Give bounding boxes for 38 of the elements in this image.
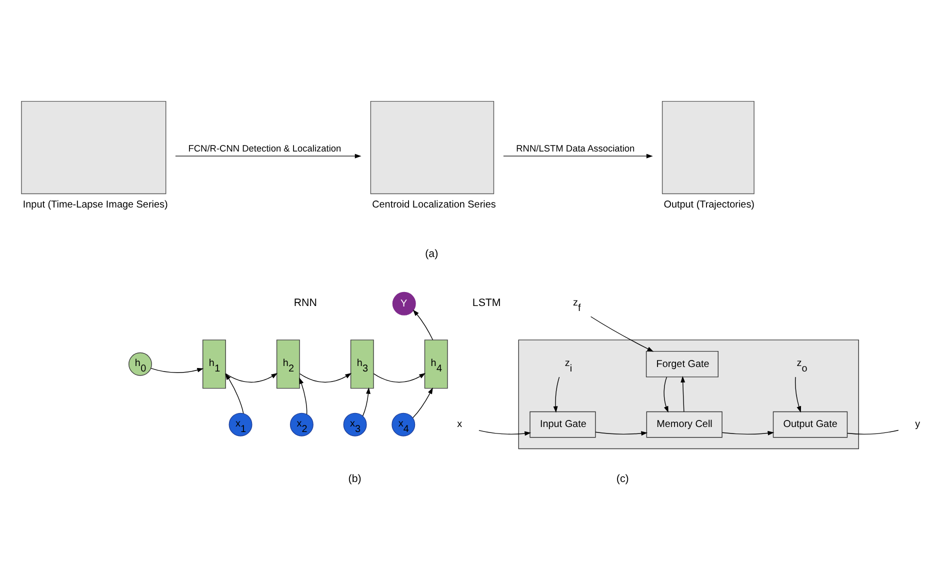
arrow [722, 430, 774, 435]
arrow [175, 153, 362, 158]
connector [847, 429, 899, 434]
arrow [362, 386, 370, 416]
node-circle: Y [392, 291, 416, 315]
arrow [225, 372, 278, 382]
node-label: Input (Time-Lapse Image Series) [22, 198, 168, 210]
node-box: Output Gate [772, 410, 848, 438]
edge-label: FCN/R-CNN Detection & Localization [188, 142, 342, 153]
arrow [373, 372, 426, 382]
label: LSTM [472, 296, 501, 309]
arrow [150, 367, 204, 372]
edge-label: RNN/LSTM Data Association [516, 142, 635, 153]
arrow [590, 316, 654, 352]
node-label: Output (Trajectories) [664, 198, 754, 210]
label: (c) [616, 472, 629, 484]
arrow [412, 309, 434, 340]
arrow [478, 430, 532, 436]
node-label: Centroid Localization Series [372, 198, 496, 210]
label: (a) [425, 248, 438, 260]
arrow [595, 430, 648, 436]
arrow [680, 376, 686, 412]
arrow [412, 387, 433, 418]
label: RNN [294, 296, 317, 309]
arrow [503, 153, 653, 158]
node-box: Input Gate [530, 410, 596, 438]
cluster [518, 339, 859, 449]
node-text: x [457, 418, 462, 430]
node-box: Forget Gate [646, 350, 718, 377]
arrow [664, 376, 668, 412]
arrow [299, 372, 352, 382]
arrow [795, 376, 802, 412]
arrow [225, 372, 244, 414]
label: (b) [348, 472, 362, 484]
node-text: y [915, 418, 920, 430]
arrow [299, 377, 308, 414]
node-box: Memory Cell [646, 410, 722, 438]
arrow [553, 376, 560, 412]
